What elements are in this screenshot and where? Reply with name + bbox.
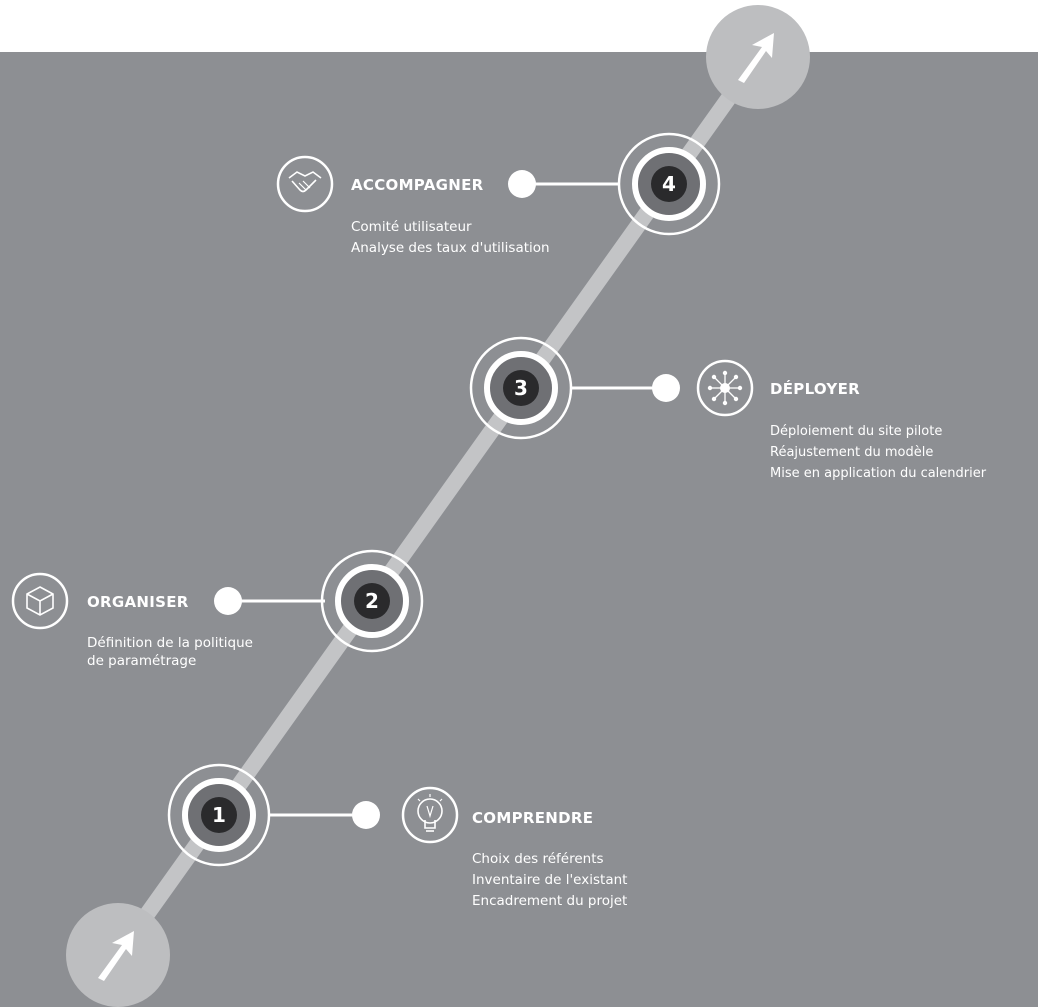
step-3-line: Mise en application du calendrier — [770, 466, 987, 481]
step-4-line: Comité utilisateur — [351, 219, 472, 235]
step-2-connector — [214, 587, 325, 615]
step-2-node: 2 — [320, 549, 424, 653]
step-1-line: Inventaire de l'existant — [472, 872, 628, 888]
step-3-line: Réajustement du modèle — [770, 445, 934, 460]
step-1-number: 1 — [212, 803, 226, 827]
step-4-title: ACCOMPAGNER — [351, 176, 484, 194]
step-3-number: 3 — [514, 376, 528, 400]
step-2-number: 2 — [365, 589, 379, 613]
step-4-connector — [508, 170, 620, 198]
step-1-line: Choix des référents — [472, 851, 604, 867]
handshake-icon — [276, 155, 334, 213]
start-arrow-icon — [66, 903, 170, 1007]
step-4-node: 4 — [617, 132, 721, 236]
lightbulb-icon — [401, 786, 459, 844]
step-2-line: de paramétrage — [87, 653, 197, 669]
step-1-line: Encadrement du projet — [472, 893, 628, 909]
step-3-line: Déploiement du site pilote — [770, 424, 943, 439]
step-4-description: Comité utilisateur Analyse des taux d'ut… — [351, 217, 550, 259]
step-2-description: Définition de la politique de paramétrag… — [87, 634, 253, 670]
step-3-connector — [570, 374, 680, 402]
step-3-description: Déploiement du site pilote Réajustement … — [770, 421, 986, 484]
step-1-node: 1 — [167, 763, 271, 867]
network-icon — [696, 359, 754, 417]
step-3-title: DÉPLOYER — [770, 380, 860, 398]
diagram-background — [0, 52, 1038, 1007]
step-2-line: Définition de la politique — [87, 635, 253, 651]
step-1-description: Choix des référents Inventaire de l'exis… — [472, 849, 627, 912]
step-4-line: Analyse des taux d'utilisation — [351, 240, 550, 256]
box-icon — [11, 572, 69, 630]
end-arrow-icon — [706, 5, 810, 109]
step-3-node: 3 — [469, 336, 573, 440]
step-1-connector — [270, 801, 380, 829]
step-2-title: ORGANISER — [87, 593, 189, 611]
step-1-title: COMPRENDRE — [472, 809, 594, 827]
step-4-number: 4 — [662, 172, 676, 196]
